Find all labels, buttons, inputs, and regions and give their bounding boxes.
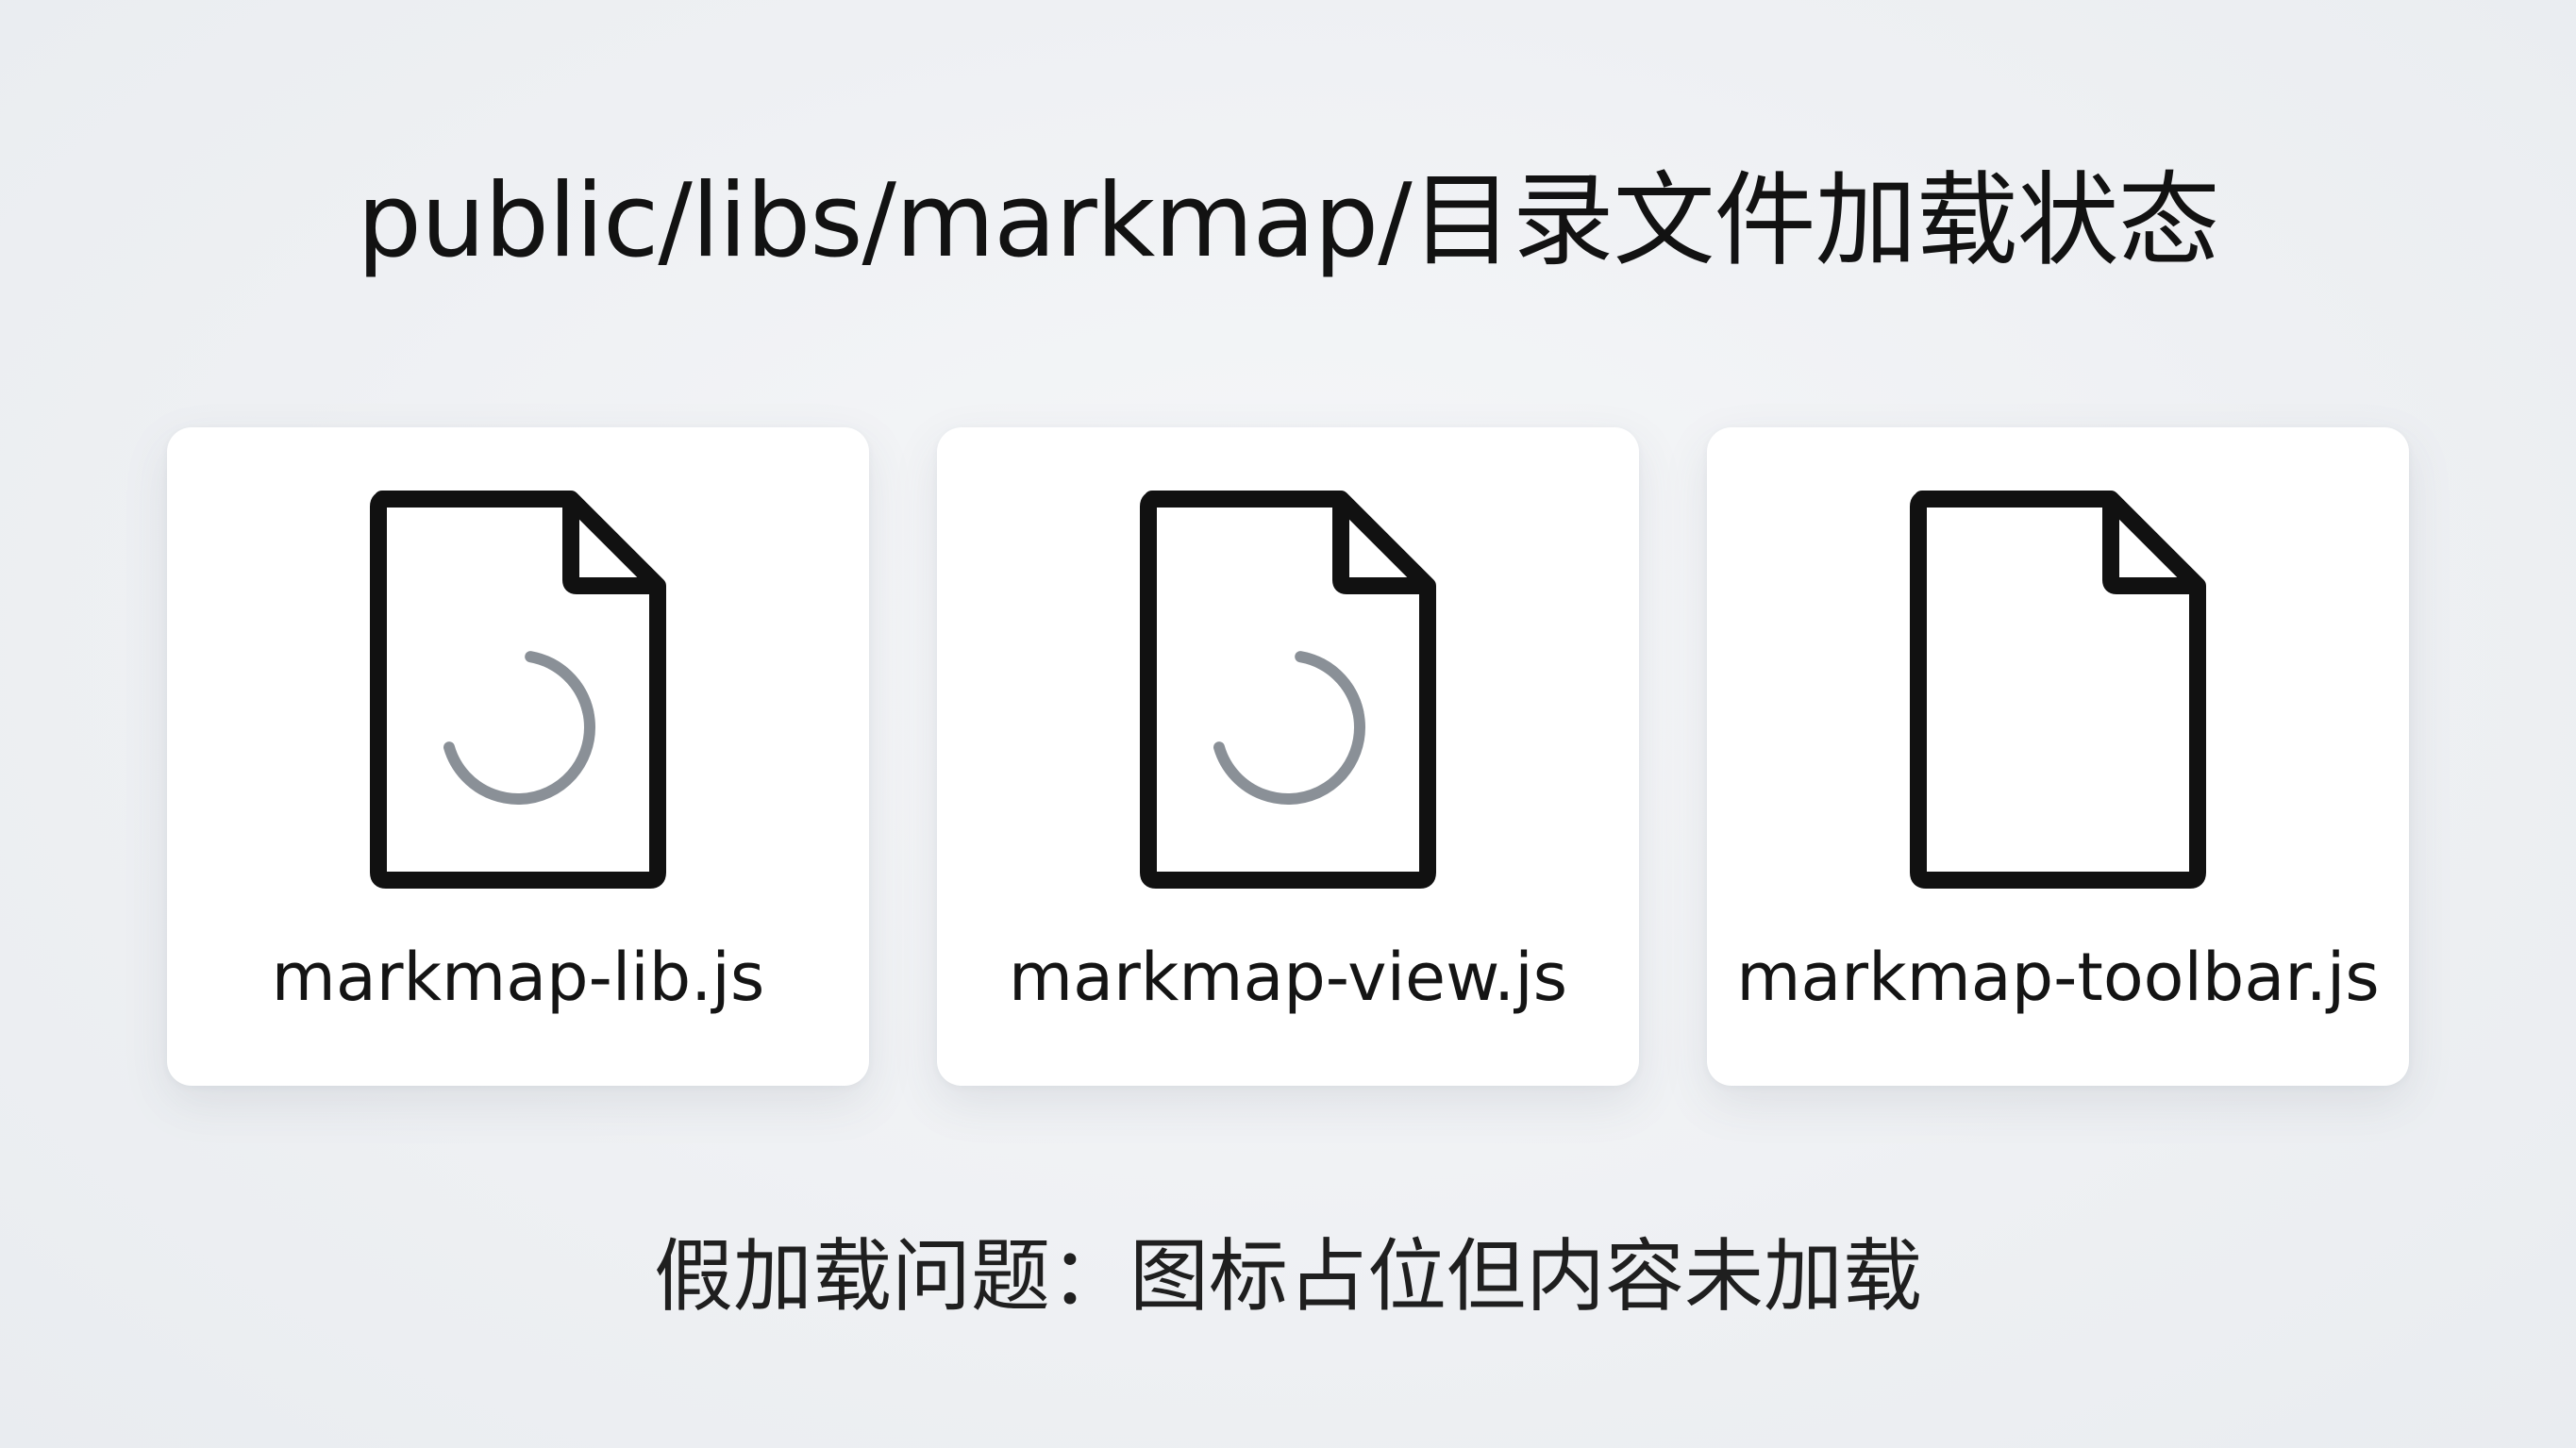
page-title: public/libs/markmap/目录文件加载状态 [357,162,2219,280]
caption: 假加载问题：图标占位但内容未加载 [653,1230,1922,1323]
file-name: markmap-toolbar.js [1736,939,2380,1016]
file-loading-icon [1140,491,1436,889]
file-card-markmap-view: markmap-view.js [937,427,1639,1086]
file-card-markmap-toolbar: markmap-toolbar.js [1707,427,2409,1086]
file-cards: markmap-lib.js markmap-view.js markmap-t… [167,427,2409,1086]
file-loading-icon [370,491,666,889]
file-card-markmap-lib: markmap-lib.js [167,427,869,1086]
file-name: markmap-view.js [1008,939,1568,1016]
file-empty-icon [1910,491,2206,889]
file-name: markmap-lib.js [271,939,765,1016]
